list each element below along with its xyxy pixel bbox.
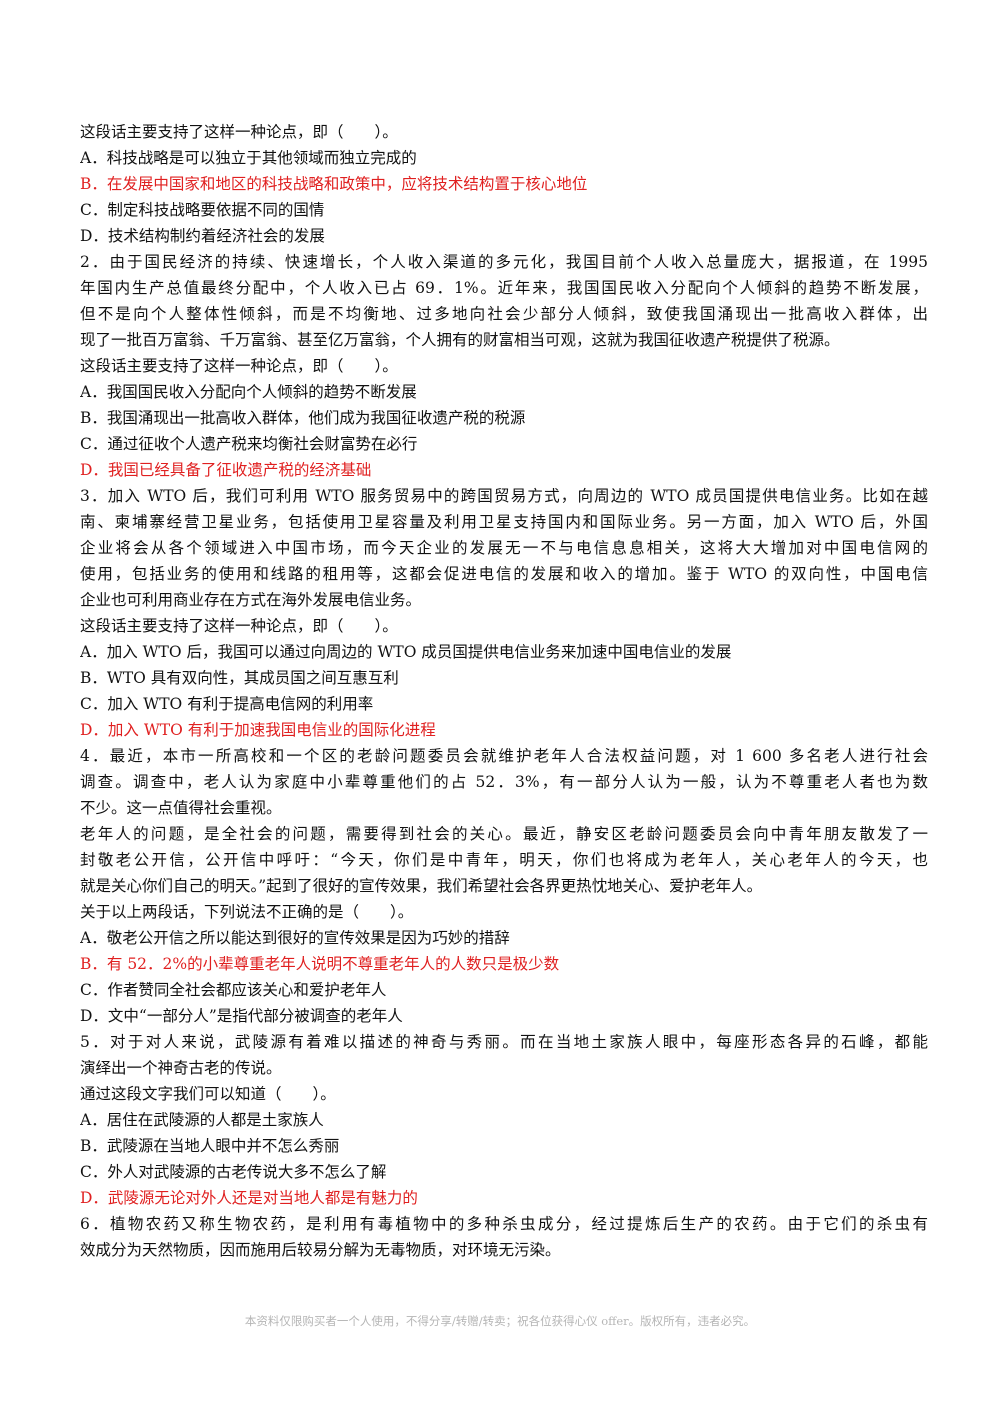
paragraph-line: 企业将会从各个领域进入中国市场，而今天企业的发展无一不与电信息息相关，这将大大增…: [80, 539, 928, 557]
paragraph-line: 年国内生产总值最终分配中，个人收入已占 69．1%。近年来，我国国民收入分配向个…: [80, 279, 928, 297]
answer-option-correct: D．我国已经具备了征收遗产税的经济基础: [80, 461, 372, 479]
paragraph-line: 就是关心你们自己的明天。”起到了很好的宣传效果，我们希望社会各界更热忱地关心、爱…: [80, 877, 763, 895]
question-paragraph: 4．最近，本市一所高校和一个区的老龄问题委员会就维护老年人合法权益问题，对 1 …: [80, 743, 928, 821]
text-line: 这段话主要支持了这样一种论点，即（ ）。: [80, 617, 398, 635]
paragraph-line: 现了一批百万富翁、千万富翁、甚至亿万富翁，个人拥有的财富相当可观，这就为我国征收…: [80, 331, 840, 349]
text-line: 这段话主要支持了这样一种论点，即（ ）。: [80, 357, 398, 375]
text-line: B．武陵源在当地人眼中并不怎么秀丽: [80, 1137, 340, 1155]
text-line: A．加入 WTO 后，我国可以通过向周边的 WTO 成员国提供电信业务来加速中国…: [80, 643, 732, 661]
text-line: 通过这段文字我们可以知道（ ）。: [80, 1085, 336, 1103]
text-line: C．外人对武陵源的古老传说大多不怎么了解: [80, 1163, 387, 1181]
text-line: A．敬老公开信之所以能达到很好的宣传效果是因为巧妙的措辞: [80, 929, 510, 947]
text-line: C．制定科技战略要依据不同的国情: [80, 201, 325, 219]
paragraph-line: 6．植物农药又称生物农药，是利用有毒植物中的多种杀虫成分，经过提炼后生产的农药。…: [80, 1215, 928, 1233]
text-line: D．文中“一部分人”是指代部分被调查的老年人: [80, 1007, 403, 1025]
text-line: 这段话主要支持了这样一种论点，即（ ）。: [80, 123, 398, 141]
paragraph-line: 使用，包括业务的使用和线路的租用等，这都会促进电信的发展和收入的增加。鉴于 WT…: [80, 565, 928, 583]
paragraph-line: 3．加入 WTO 后，我们可利用 WTO 服务贸易中的跨国贸易方式，向周边的 W…: [80, 487, 928, 505]
paragraph-line: 但不是向个人整体性倾斜，而是不均衡地、过多地向社会少部分人倾斜，致使我国涌现出一…: [80, 305, 928, 323]
text-line: A．我国国民收入分配向个人倾斜的趋势不断发展: [80, 383, 417, 401]
question-paragraph: 5．对于对人来说，武陵源有着难以描述的神奇与秀丽。而在当地土家族人眼中，每座形态…: [80, 1029, 928, 1081]
text-line: A．科技战略是可以独立于其他领域而独立完成的: [80, 149, 417, 167]
answer-option-correct: D．武陵源无论对外人还是对当地人都是有魅力的: [80, 1189, 418, 1207]
text-line: C．作者赞同全社会都应该关心和爱护老年人: [80, 981, 387, 999]
question-paragraph: 3．加入 WTO 后，我们可利用 WTO 服务贸易中的跨国贸易方式，向周边的 W…: [80, 483, 928, 613]
answer-option-correct: B．在发展中国家和地区的科技战略和政策中，应将技术结构置于核心地位: [80, 175, 588, 193]
paragraph-line: 封敬老公开信，公开信中呼吁：“今天，你们是中青年，明天，你们也将成为老年人，关心…: [80, 851, 928, 869]
question-paragraph: 老年人的问题，是全社会的问题，需要得到社会的关心。最近，静安区老龄问题委员会向中…: [80, 821, 928, 899]
page-footer-notice: 本资料仅限购买者一个人使用，不得分享/转赠/转卖；祝各位获得心仪 offer。版…: [244, 1314, 756, 1328]
question-paragraph: 2．由于国民经济的持续、快速增长，个人收入渠道的多元化，我国目前个人收入总量庞大…: [80, 249, 928, 353]
text-line: C．通过征收个人遗产税来均衡社会财富势在必行: [80, 435, 418, 453]
paragraph-line: 演绎出一个神奇古老的传说。: [80, 1059, 282, 1077]
paragraph-line: 老年人的问题，是全社会的问题，需要得到社会的关心。最近，静安区老龄问题委员会向中…: [80, 825, 928, 843]
text-line: B．WTO 具有双向性，其成员国之间互惠互利: [80, 669, 399, 687]
paragraph-line: 南、柬埔寨经营卫星业务，包括使用卫星容量及利用卫星支持国内和国际业务。另一方面，…: [80, 513, 928, 531]
text-line: C．加入 WTO 有利于提高电信网的利用率: [80, 695, 374, 713]
paragraph-line: 4．最近，本市一所高校和一个区的老龄问题委员会就维护老年人合法权益问题，对 1 …: [80, 747, 928, 765]
document-body: 这段话主要支持了这样一种论点，即（ ）。 A．科技战略是可以独立于其他领域而独立完…: [80, 119, 928, 1263]
text-line: A．居住在武陵源的人都是土家族人: [80, 1111, 324, 1129]
answer-option-correct: D．加入 WTO 有利于加速我国电信业的国际化进程: [80, 721, 436, 739]
question-paragraph: 6．植物农药又称生物农药，是利用有毒植物中的多种杀虫成分，经过提炼后生产的农药。…: [80, 1211, 928, 1263]
paragraph-line: 不少。这一点值得社会重视。: [80, 799, 282, 817]
answer-option-correct: B．有 52．2%的小辈尊重老年人说明不尊重老年人的人数只是极少数: [80, 955, 560, 973]
paragraph-line: 5．对于对人来说，武陵源有着难以描述的神奇与秀丽。而在当地土家族人眼中，每座形态…: [80, 1033, 928, 1051]
text-line: B．我国涌现出一批高收入群体，他们成为我国征收遗产税的税源: [80, 409, 526, 427]
paragraph-line: 企业也可利用商业存在方式在海外发展电信业务。: [80, 591, 422, 609]
text-line: D．技术结构制约着经济社会的发展: [80, 227, 325, 245]
paragraph-line: 调查。调查中，老人认为家庭中小辈尊重他们的占 52．3%，有一部分人认为一般，认…: [80, 773, 928, 791]
paragraph-line: 2．由于国民经济的持续、快速增长，个人收入渠道的多元化，我国目前个人收入总量庞大…: [80, 253, 928, 271]
paragraph-line: 效成分为天然物质，因而施用后较易分解为无毒物质，对环境无污染。: [80, 1241, 561, 1259]
text-line: 关于以上两段话，下列说法不正确的是（ ）。: [80, 903, 414, 921]
